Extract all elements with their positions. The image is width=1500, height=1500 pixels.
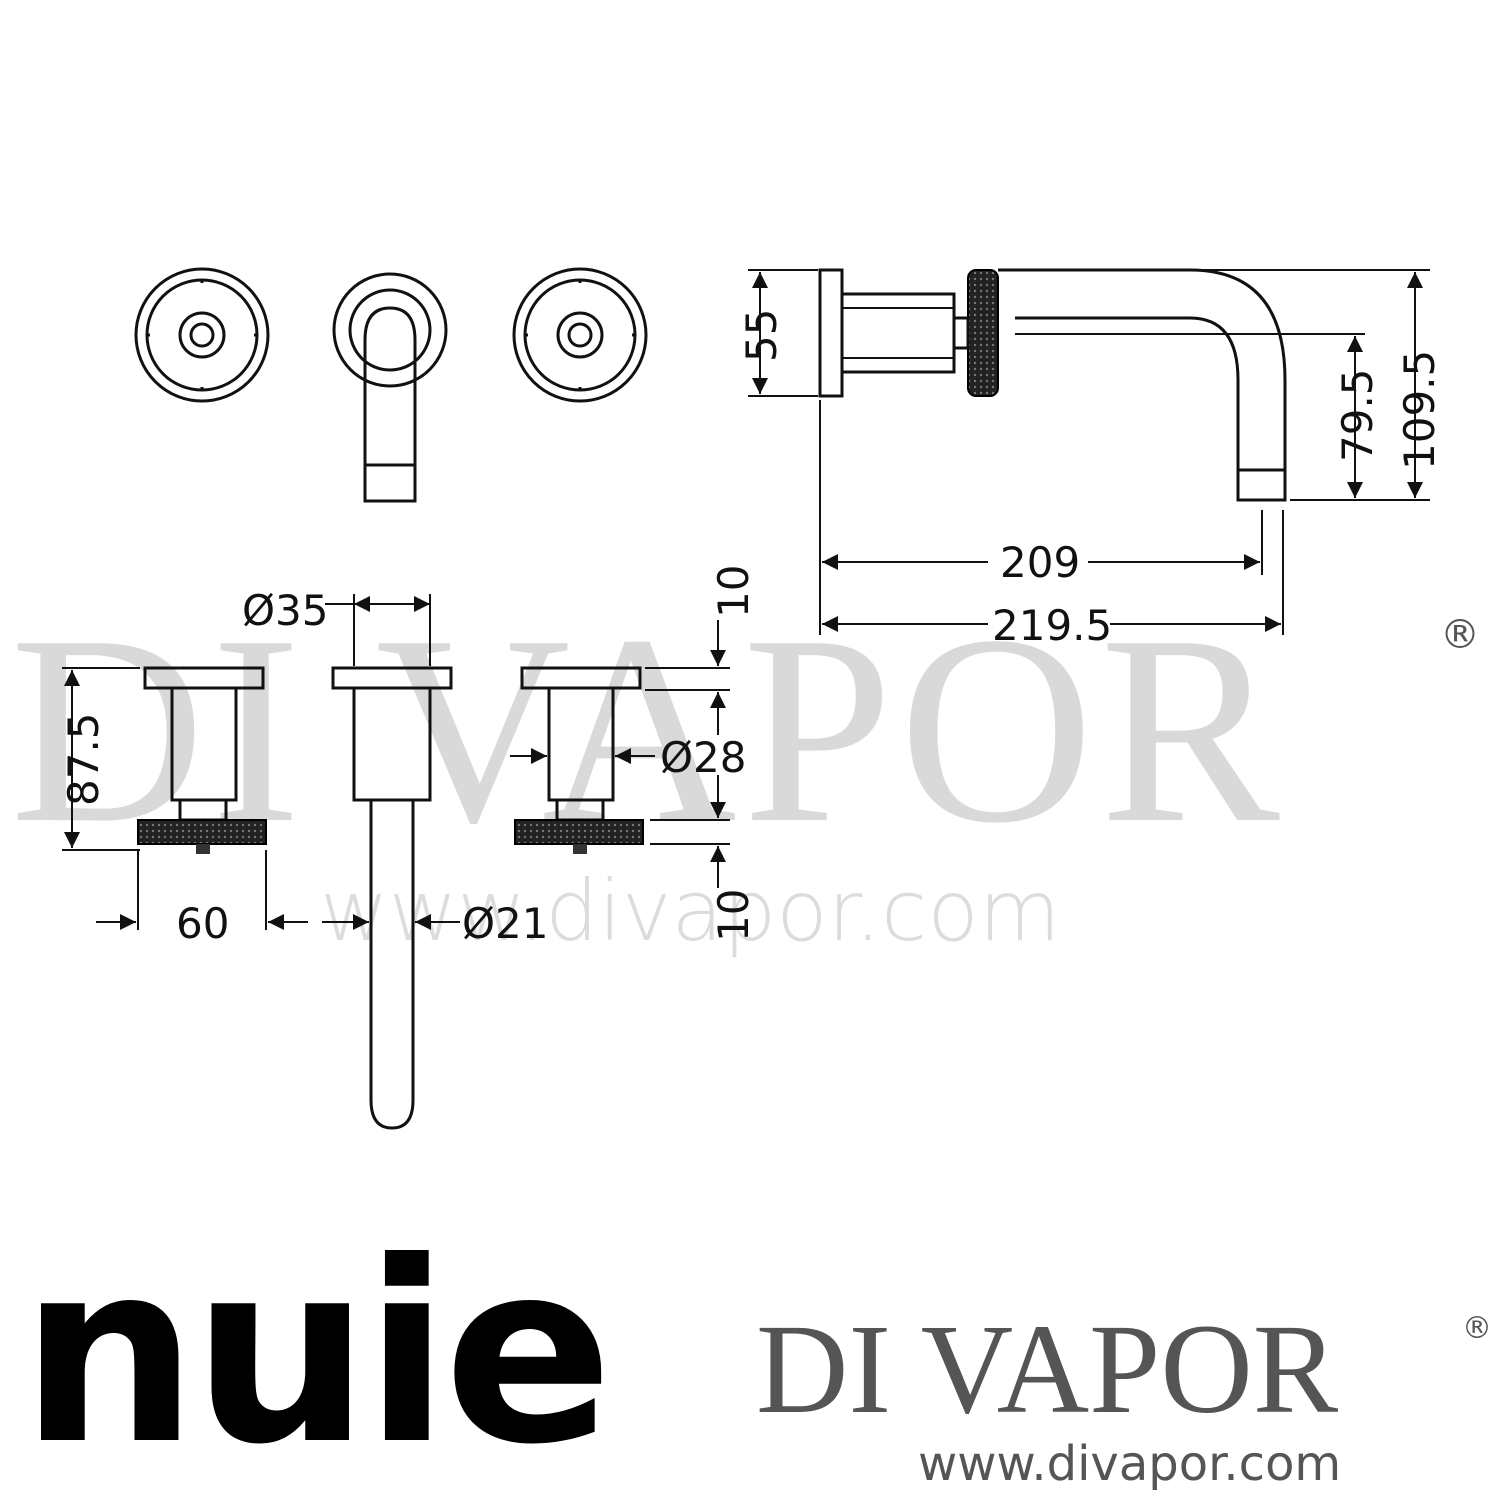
divapor-logo: DI VAPOR ® www.divapor.com (756, 1298, 1492, 1492)
spout-front (332, 272, 448, 503)
dim-diameter-28: Ø28 (660, 733, 747, 782)
watermark-registered: ® (1440, 612, 1480, 658)
dim-length-209: 209 (1000, 538, 1080, 587)
spout-plan (331, 666, 453, 1130)
plan-view: Ø35 87.5 60 Ø21 Ø28 10 10 (59, 565, 758, 1130)
dim-diameter-35: Ø35 (242, 586, 329, 635)
dim-diameter-21: Ø21 (462, 899, 549, 948)
dim-length-219-5: 219.5 (992, 601, 1112, 650)
watermark-url: www.divapor.com (320, 862, 1061, 960)
dim-height-55: 55 (737, 309, 786, 362)
left-handle-front (134, 267, 270, 403)
dim-thickness-10-top: 10 (709, 565, 758, 618)
dim-height-109-5: 109.5 (1395, 350, 1444, 470)
divapor-url: www.divapor.com (918, 1436, 1341, 1492)
divapor-registered: ® (1462, 1311, 1492, 1346)
dim-thickness-10-bottom: 10 (709, 889, 758, 942)
nuie-logo-text: nuie (20, 1208, 607, 1499)
front-view (134, 267, 648, 503)
right-valve-plan (514, 666, 644, 854)
dim-height-79-5: 79.5 (1333, 368, 1382, 462)
divapor-logo-text: DI VAPOR (756, 1298, 1339, 1440)
dim-height-87-5: 87.5 (59, 712, 108, 806)
nuie-logo: nuie (20, 1208, 613, 1499)
side-view: 55 109.5 79.5 209 219.5 (737, 268, 1444, 650)
dim-width-60: 60 (176, 899, 229, 948)
right-handle-front (512, 267, 648, 403)
left-valve-plan (137, 666, 267, 854)
